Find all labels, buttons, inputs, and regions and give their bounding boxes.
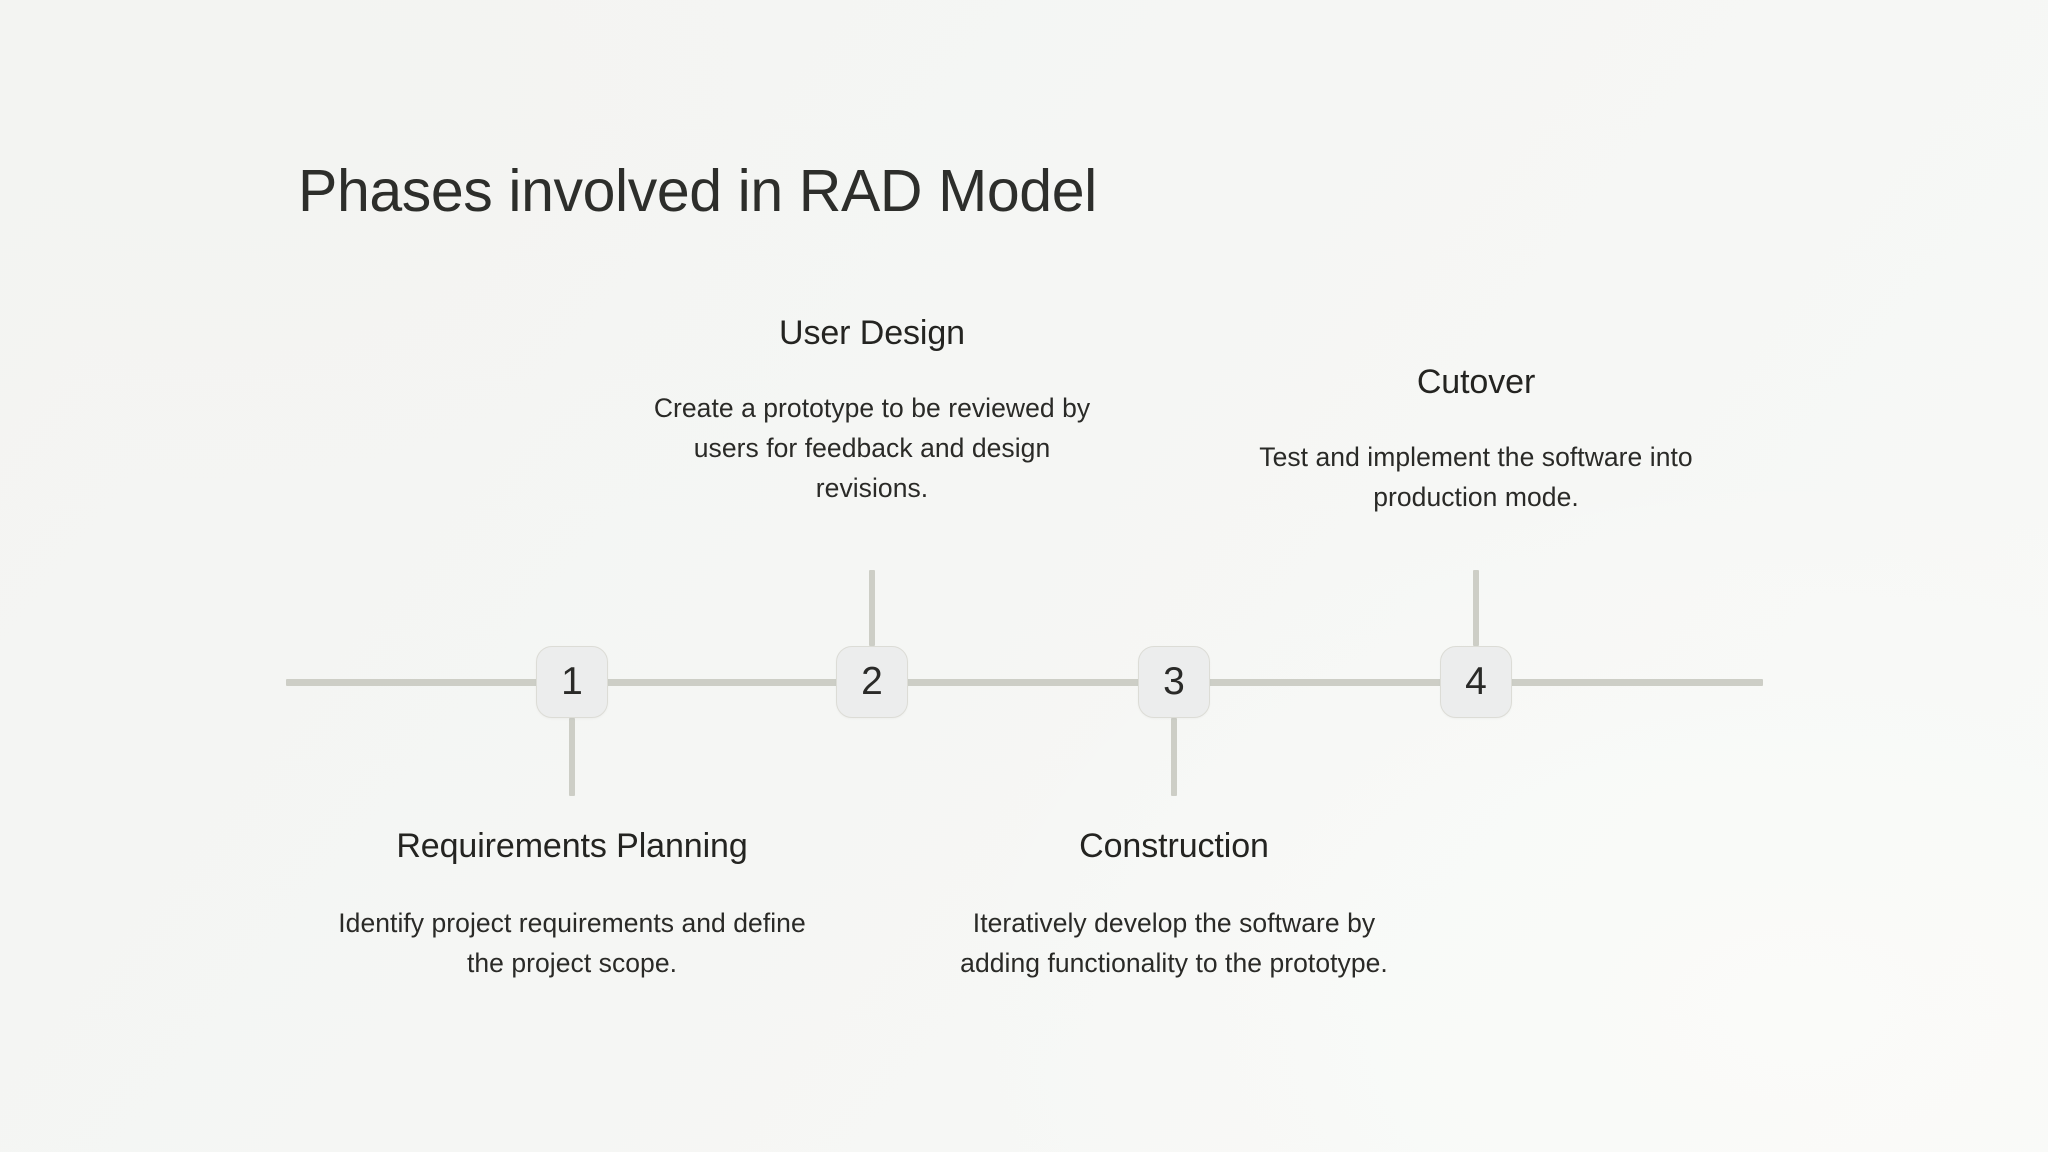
connector-4 — [1473, 570, 1479, 646]
timeline-axis — [286, 679, 1763, 686]
phase-description-4: Test and implement the software into pro… — [1259, 441, 1693, 513]
connector-2 — [869, 570, 875, 646]
phase-description-2: Create a prototype to be reviewed by use… — [653, 392, 1091, 504]
timeline-node-2[interactable]: 2 — [836, 646, 908, 718]
phase-title-4: Cutover — [1416, 363, 1536, 401]
phase-title-1: Requirements Planning — [396, 827, 748, 865]
phase-block-2: User Design Create a prototype to be rev… — [612, 313, 1132, 509]
page-title: Phases involved in RAD Model — [298, 158, 1097, 224]
connector-3 — [1171, 718, 1177, 796]
phase-block-3: Construction Iteratively develop the sof… — [914, 826, 1434, 983]
phase-description-3: Iteratively develop the software by addi… — [960, 907, 1388, 979]
timeline-node-1[interactable]: 1 — [536, 646, 608, 718]
phase-block-1: Requirements Planning Identify project r… — [312, 826, 832, 983]
connector-1 — [569, 718, 575, 796]
phase-description-1: Identify project requirements and define… — [338, 907, 806, 979]
phase-block-4: Cutover Test and implement the software … — [1216, 362, 1736, 517]
timeline-node-3[interactable]: 3 — [1138, 646, 1210, 718]
phase-title-2: User Design — [779, 314, 965, 352]
phase-title-3: Construction — [1079, 827, 1269, 865]
timeline-node-4[interactable]: 4 — [1440, 646, 1512, 718]
